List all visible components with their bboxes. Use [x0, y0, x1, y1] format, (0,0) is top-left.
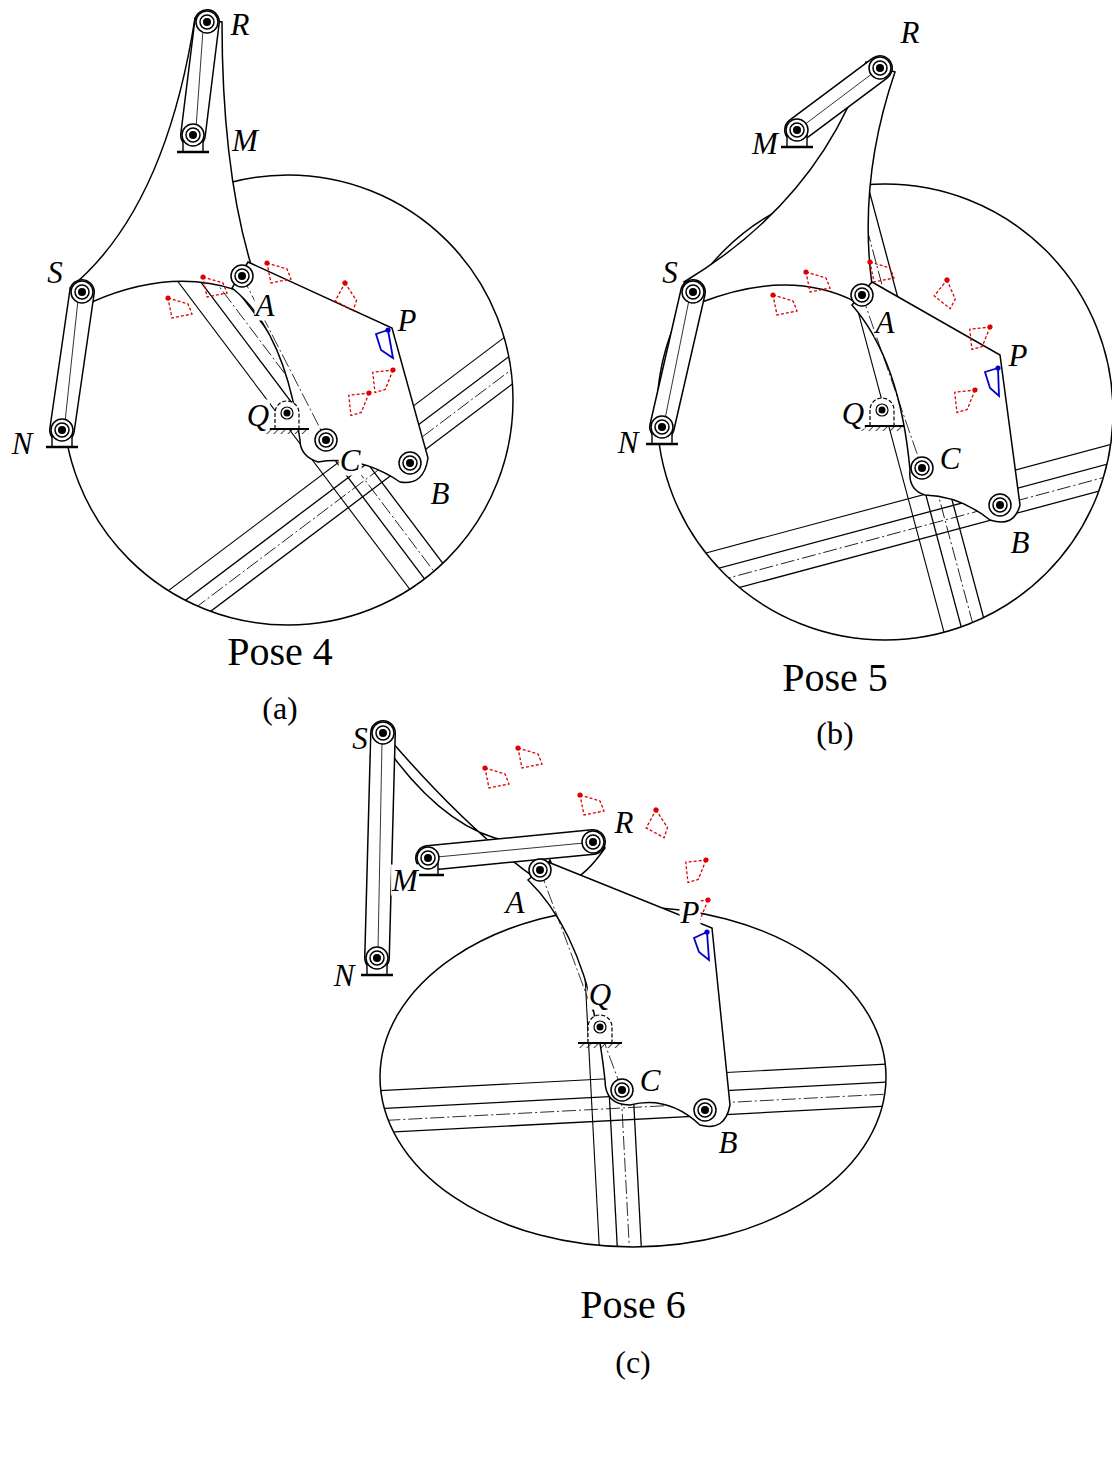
point-label: R [230, 9, 251, 40]
coupler-body [70, 18, 252, 302]
point-label: A [255, 290, 276, 321]
target-frame [376, 330, 393, 358]
point-label: Q [588, 979, 612, 1010]
pose-5-figure [333, 0, 1112, 1132]
subfigure-label: (c) [615, 1346, 651, 1378]
crank-link [428, 842, 593, 858]
point-label: Q [841, 398, 865, 429]
workspace-circle [657, 184, 1112, 640]
target-frame [985, 368, 999, 396]
coupler-body [684, 62, 895, 302]
point-label: S [46, 257, 64, 288]
point-label: Q [246, 400, 270, 431]
crank-link [797, 68, 880, 130]
point-label: R [900, 17, 921, 48]
point-label: R [614, 807, 635, 838]
point-label: N [333, 960, 356, 991]
pose-title: Pose 5 [782, 658, 888, 698]
point-label: M [751, 128, 779, 159]
point-label: A [875, 307, 896, 338]
crank-link [193, 22, 207, 135]
coupler-body [372, 726, 605, 880]
point-label: P [1008, 340, 1029, 371]
rocker-link [62, 292, 82, 430]
point-label: C [639, 1065, 662, 1096]
point-label: P [397, 305, 418, 336]
pose-6-figure [97, 583, 1112, 1473]
pose-title: Pose 6 [580, 1285, 686, 1325]
pose-title: Pose 4 [227, 632, 333, 672]
subfigure-label: (a) [262, 692, 298, 724]
point-label: S [661, 257, 679, 288]
cross-beam [333, 0, 1112, 1132]
rocker-link [377, 733, 383, 958]
cross-beam [0, 0, 1065, 1180]
point-label: B [430, 478, 451, 509]
output-body [852, 282, 1020, 522]
pose-4-figure [0, 0, 1065, 1180]
point-label: N [617, 427, 640, 458]
output-body [528, 862, 730, 1126]
point-label: M [231, 125, 259, 156]
point-label: C [339, 445, 362, 476]
subfigure-label: (b) [816, 717, 853, 749]
target-frame [694, 932, 709, 960]
rocker-link [662, 292, 693, 427]
point-label: N [11, 428, 34, 459]
point-label: B [718, 1127, 739, 1158]
point-label: C [939, 443, 962, 474]
output-body [232, 262, 428, 483]
point-label: P [680, 897, 701, 928]
cross-beam [97, 583, 1112, 1473]
point-label: M [391, 865, 419, 896]
point-label: S [351, 723, 369, 754]
point-label: B [1010, 527, 1031, 558]
point-label: A [505, 887, 526, 918]
